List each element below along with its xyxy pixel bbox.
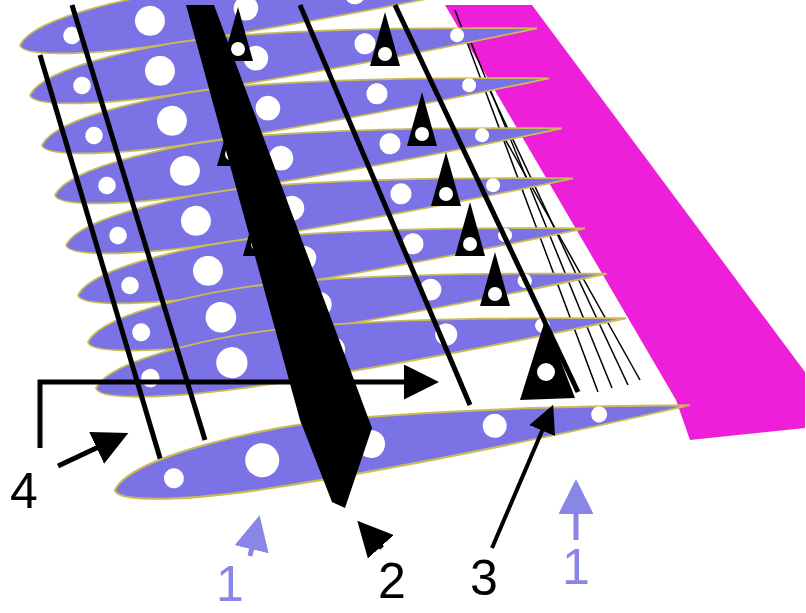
rib-bracket	[537, 363, 555, 381]
callout-number: 1	[216, 559, 244, 609]
rear-spar-lines	[500, 130, 640, 380]
callout-number: 1	[562, 542, 590, 592]
callout-number: 2	[378, 556, 406, 606]
spar-lines	[40, 55, 165, 475]
rib-brackets	[407, 92, 437, 146]
leader-lines	[40, 382, 432, 448]
rib-brackets	[455, 202, 485, 256]
rib-brackets	[431, 152, 461, 206]
spar-lines	[395, 5, 578, 392]
callout-number: 3	[470, 553, 498, 603]
root-rib	[110, 368, 693, 511]
leader-lines	[492, 410, 551, 548]
leader-lines	[58, 436, 122, 466]
leader-lines	[250, 522, 258, 556]
rib-bracket	[520, 320, 575, 400]
leader-lines	[362, 526, 382, 548]
main-spar	[186, 5, 372, 508]
leader-lines	[40, 382, 576, 556]
rib-bracket	[520, 320, 575, 400]
leader-lines	[574, 486, 579, 540]
upper-ribs	[91, 284, 628, 407]
rib-brackets	[370, 12, 400, 66]
rib-brackets	[480, 252, 510, 306]
callout-number: 4	[10, 466, 38, 516]
